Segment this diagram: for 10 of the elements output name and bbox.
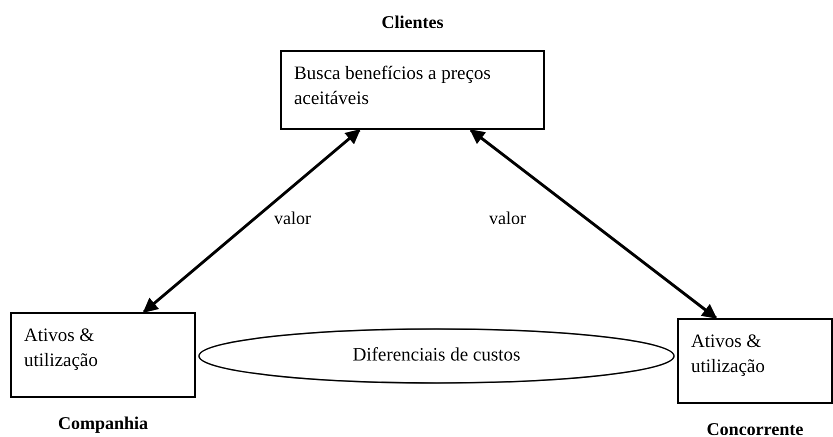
double-arrow [142, 128, 361, 314]
node-text: Busca benefícios a preços aceitáveis [294, 62, 492, 111]
ellipse-shape [198, 328, 675, 384]
node-text: Ativos & utilização [24, 324, 99, 373]
node-heading: Clientes [382, 12, 444, 33]
node-text: Diferenciais de custos [352, 344, 522, 368]
node-heading: Companhia [58, 413, 148, 434]
node-heading: Concorrente [706, 419, 804, 437]
node-text: Ativos & utilização [691, 330, 766, 379]
double-arrow [470, 128, 718, 320]
